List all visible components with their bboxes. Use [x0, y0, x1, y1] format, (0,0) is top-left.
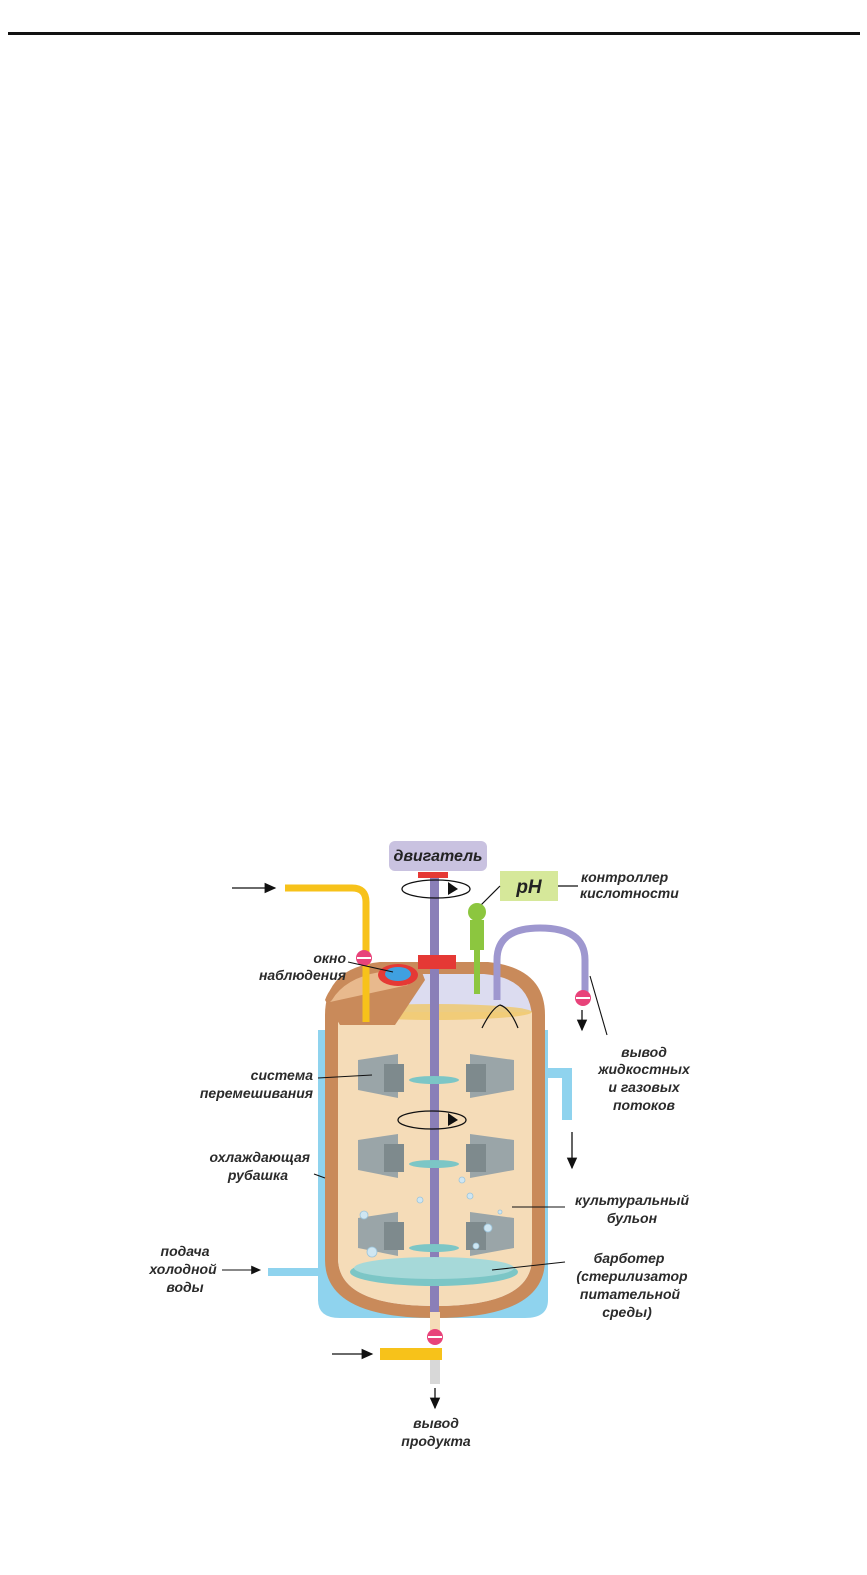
svg-text:перемешивания: перемешивания	[200, 1085, 313, 1101]
broth-label: культуральный бульон	[575, 1192, 690, 1226]
svg-text:(стерилизатор: (стерилизатор	[576, 1268, 688, 1284]
svg-text:кислотности: кислотности	[580, 885, 679, 901]
svg-text:бульон: бульон	[607, 1210, 658, 1226]
ph-controller: pH	[480, 871, 578, 906]
outflow-label: вывод жидкостных и газовых потоков	[597, 1044, 691, 1113]
svg-text:жидкостных: жидкостных	[597, 1061, 691, 1077]
motor-label: двигатель	[393, 848, 482, 865]
motor: двигатель	[389, 841, 487, 871]
cold-water-label: подача холодной воды	[148, 1243, 217, 1295]
svg-text:и газовых: и газовых	[608, 1079, 680, 1095]
ph-controller-label: контроллер кислотности	[580, 869, 679, 901]
window-label: окно наблюдения	[259, 950, 347, 983]
svg-text:вывод: вывод	[621, 1044, 667, 1060]
product-output-label: вывод продукта	[401, 1415, 471, 1449]
svg-text:вывод: вывод	[413, 1415, 459, 1431]
ph-box-label: pH	[515, 877, 543, 898]
svg-text:подача: подача	[161, 1243, 210, 1259]
svg-text:культуральный: культуральный	[575, 1192, 690, 1208]
svg-text:рубашка: рубашка	[227, 1167, 288, 1183]
mixing-system-label: система перемешивания	[200, 1067, 313, 1101]
svg-text:система: система	[251, 1067, 314, 1083]
svg-text:наблюдения: наблюдения	[259, 967, 346, 983]
product-outlet	[332, 1312, 443, 1408]
svg-text:барботер: барботер	[594, 1250, 665, 1266]
svg-text:среды): среды)	[602, 1304, 652, 1320]
svg-text:окно: окно	[313, 950, 346, 966]
svg-text:контроллер: контроллер	[581, 869, 669, 885]
svg-text:охлаждающая: охлаждающая	[210, 1149, 310, 1165]
sparger-label: барботер (стерилизатор питательной среды…	[576, 1250, 688, 1320]
svg-text:питательной: питательной	[580, 1286, 681, 1302]
svg-text:потоков: потоков	[613, 1097, 676, 1113]
cooling-jacket-label: охлаждающая рубашка	[210, 1149, 310, 1183]
sparger	[350, 1257, 518, 1286]
svg-text:холодной: холодной	[148, 1261, 217, 1277]
svg-text:воды: воды	[166, 1279, 203, 1295]
svg-text:продукта: продукта	[401, 1433, 471, 1449]
